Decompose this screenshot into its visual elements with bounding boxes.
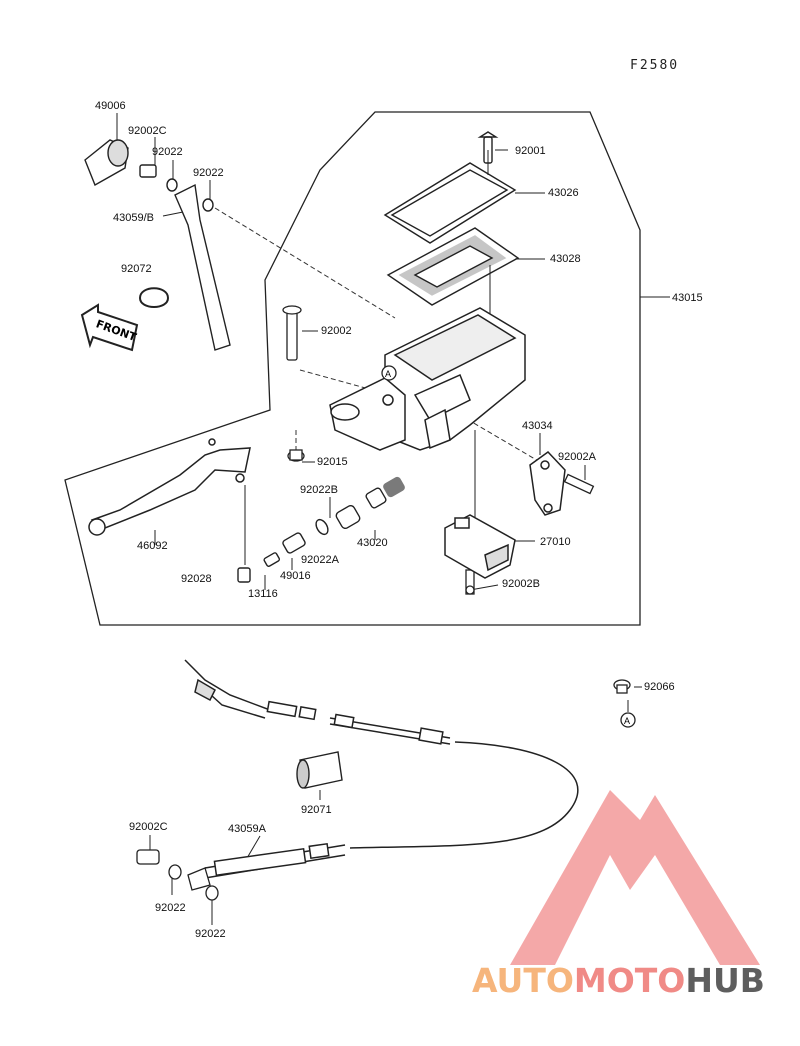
label-leaders	[116, 113, 670, 925]
label-92002a: 92002A	[558, 451, 596, 463]
cap-92066	[613, 679, 631, 694]
assembly-outline	[64, 111, 641, 626]
label-92002c-top: 92002C	[128, 125, 167, 137]
label-92022a: 92022A	[301, 554, 339, 566]
label-49006: 49006	[95, 100, 126, 112]
banjo-hose-top	[84, 139, 231, 351]
label-92072: 92072	[121, 263, 152, 275]
figure-code: F2580	[630, 58, 680, 73]
watermark-logo-mark	[510, 790, 760, 965]
reservoir-cap	[383, 131, 520, 306]
label-92002: 92002	[321, 325, 352, 337]
label-43020: 43020	[357, 537, 388, 549]
master-cylinder-body	[329, 307, 526, 451]
label-92022-top-1: 92022	[152, 146, 183, 158]
ref-marker-a-1: A	[385, 369, 391, 379]
label-92022-top-2: 92022	[193, 167, 224, 179]
front-arrow-icon	[80, 303, 139, 352]
label-92071: 92071	[301, 804, 332, 816]
label-92002c-bottom: 92002C	[129, 821, 168, 833]
label-92022-bottom-1: 92022	[155, 902, 186, 914]
piston-kit	[237, 476, 405, 583]
lower-fittings	[136, 849, 219, 901]
label-92022-bottom-2: 92022	[195, 928, 226, 940]
ref-marker-a-2: A	[624, 716, 630, 726]
watermark-hub: HUB	[685, 961, 765, 1000]
label-92015: 92015	[317, 456, 348, 468]
collar-92071	[296, 751, 343, 789]
label-27010: 27010	[540, 536, 571, 548]
label-13116: 13116	[248, 588, 278, 600]
circlip-92072	[139, 287, 170, 308]
clamp	[529, 451, 566, 516]
watermark-auto: AUTO	[472, 961, 574, 1000]
label-43015: 43015	[672, 292, 703, 304]
label-92001: 92001	[515, 145, 546, 157]
clutch-lever	[88, 438, 251, 536]
label-43059a: 43059A	[228, 823, 266, 835]
label-43028: 43028	[550, 253, 581, 265]
watermark-moto: MOTO	[573, 961, 686, 1000]
label-43026: 43026	[548, 187, 579, 199]
label-92022b: 92022B	[300, 484, 338, 496]
label-43034: 43034	[522, 420, 553, 432]
label-92002b: 92002B	[502, 578, 540, 590]
label-46092: 46092	[137, 540, 168, 552]
watermark-text: AUTOMOTOHUB	[472, 963, 800, 1003]
label-49016: 49016	[280, 570, 311, 582]
leader-lines	[214, 207, 541, 463]
switch	[444, 514, 516, 579]
ref-markers	[381, 365, 636, 728]
lower-hose	[184, 659, 579, 879]
label-92066: 92066	[644, 681, 675, 693]
label-92028: 92028	[181, 573, 212, 585]
label-43059b: 43059/B	[113, 212, 154, 224]
